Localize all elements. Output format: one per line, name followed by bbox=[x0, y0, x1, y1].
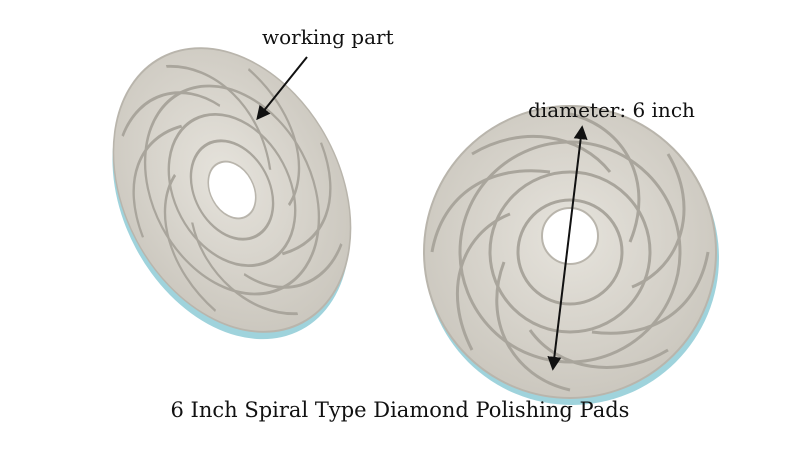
working-part-label: working part bbox=[262, 25, 394, 49]
center-hole bbox=[207, 160, 257, 220]
right-polishing-pad bbox=[423, 105, 719, 405]
spiral-grooves bbox=[121, 64, 343, 316]
working-part-arrow bbox=[256, 56, 308, 121]
diameter-label: diameter: 6 inch bbox=[528, 98, 695, 122]
left-polishing-pad bbox=[112, 47, 352, 340]
diameter-arrow bbox=[547, 125, 588, 371]
center-hole bbox=[541, 207, 599, 265]
image-caption: 6 Inch Spiral Type Diamond Polishing Pad… bbox=[170, 398, 630, 422]
